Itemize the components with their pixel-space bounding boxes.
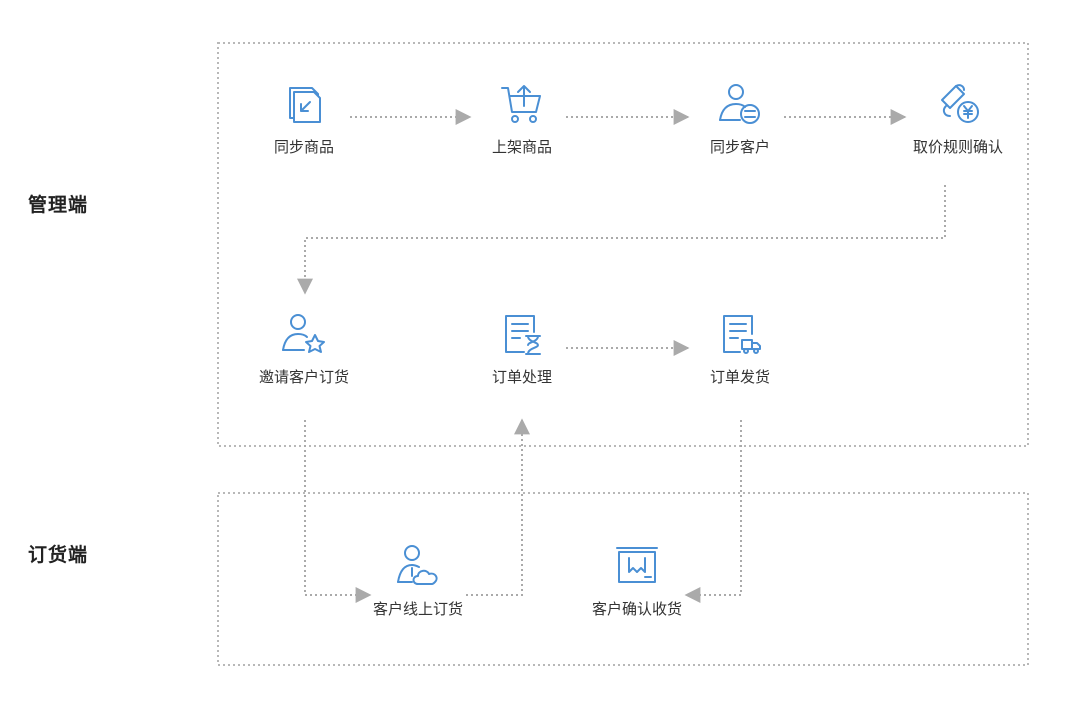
step-label: 同步商品 bbox=[273, 138, 334, 156]
user-sync-icon bbox=[719, 84, 760, 124]
step-label: 邀请客户订货 bbox=[258, 368, 349, 386]
order-zone-label: 订货端 bbox=[28, 544, 89, 566]
package-box-icon bbox=[616, 547, 658, 583]
user-cloud-icon bbox=[397, 545, 438, 585]
step-label: 上架商品 bbox=[491, 138, 552, 156]
connector-ship-orders-to-confirm-receipt bbox=[684, 420, 742, 603]
document-truck-icon bbox=[723, 315, 761, 354]
step-label: 订单发货 bbox=[709, 368, 770, 386]
step-label: 取价规则确认 bbox=[912, 138, 1003, 156]
connector-online-order-to-process-orders bbox=[466, 418, 530, 596]
step-label: 同步客户 bbox=[709, 138, 770, 156]
user-star-icon bbox=[282, 314, 325, 353]
step-label: 客户确认收货 bbox=[591, 600, 682, 618]
connector-invite-customers-to-online-order bbox=[304, 420, 372, 603]
order-zone-frame bbox=[217, 492, 1029, 666]
step-label: 订单处理 bbox=[491, 368, 552, 386]
admin-zone-label: 管理端 bbox=[28, 194, 89, 216]
document-sync-icon bbox=[289, 87, 321, 123]
step-label: 客户线上订货 bbox=[372, 600, 463, 618]
connector-price-rules-to-invite-customers bbox=[297, 185, 946, 295]
price-rule-icon bbox=[941, 84, 979, 123]
admin-zone-frame bbox=[217, 42, 1029, 447]
cart-upload-icon bbox=[501, 85, 541, 123]
document-hourglass-icon bbox=[505, 315, 541, 355]
